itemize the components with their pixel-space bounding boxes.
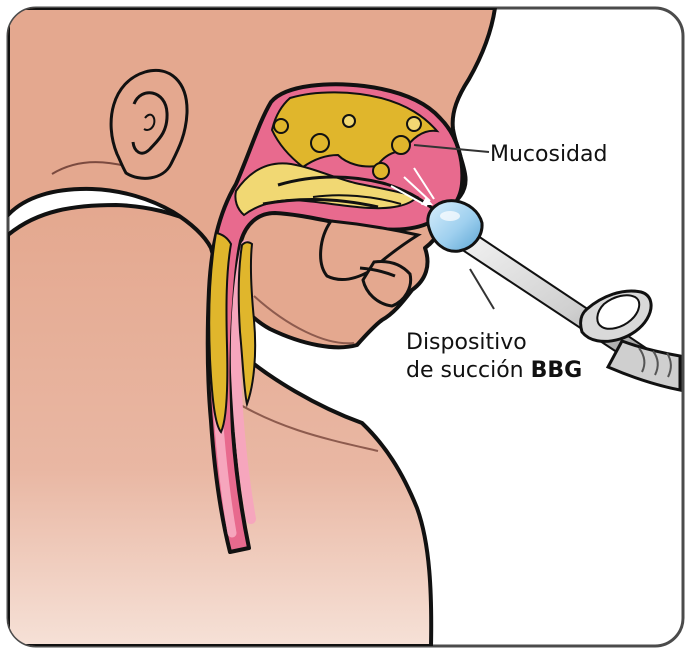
- mucus-drop: [392, 136, 410, 154]
- mucus-drop: [274, 119, 288, 133]
- suction-device-bulb: [428, 201, 482, 252]
- device-label-brand: BBG: [531, 358, 583, 383]
- mucus-drop: [311, 134, 329, 152]
- device-label-line-2: de succión BBG: [406, 357, 582, 385]
- suction-device-bulb-highlight: [440, 211, 460, 221]
- device-label: Dispositivo de succión BBG: [406, 329, 582, 385]
- mucus-drop: [407, 117, 421, 131]
- mucus-drop: [343, 115, 355, 127]
- mucus-drop: [373, 163, 389, 179]
- mucosa-label: Mucosidad: [490, 141, 607, 169]
- device-label-line-1: Dispositivo: [406, 329, 582, 357]
- device-label-prefix: de succión: [406, 358, 531, 383]
